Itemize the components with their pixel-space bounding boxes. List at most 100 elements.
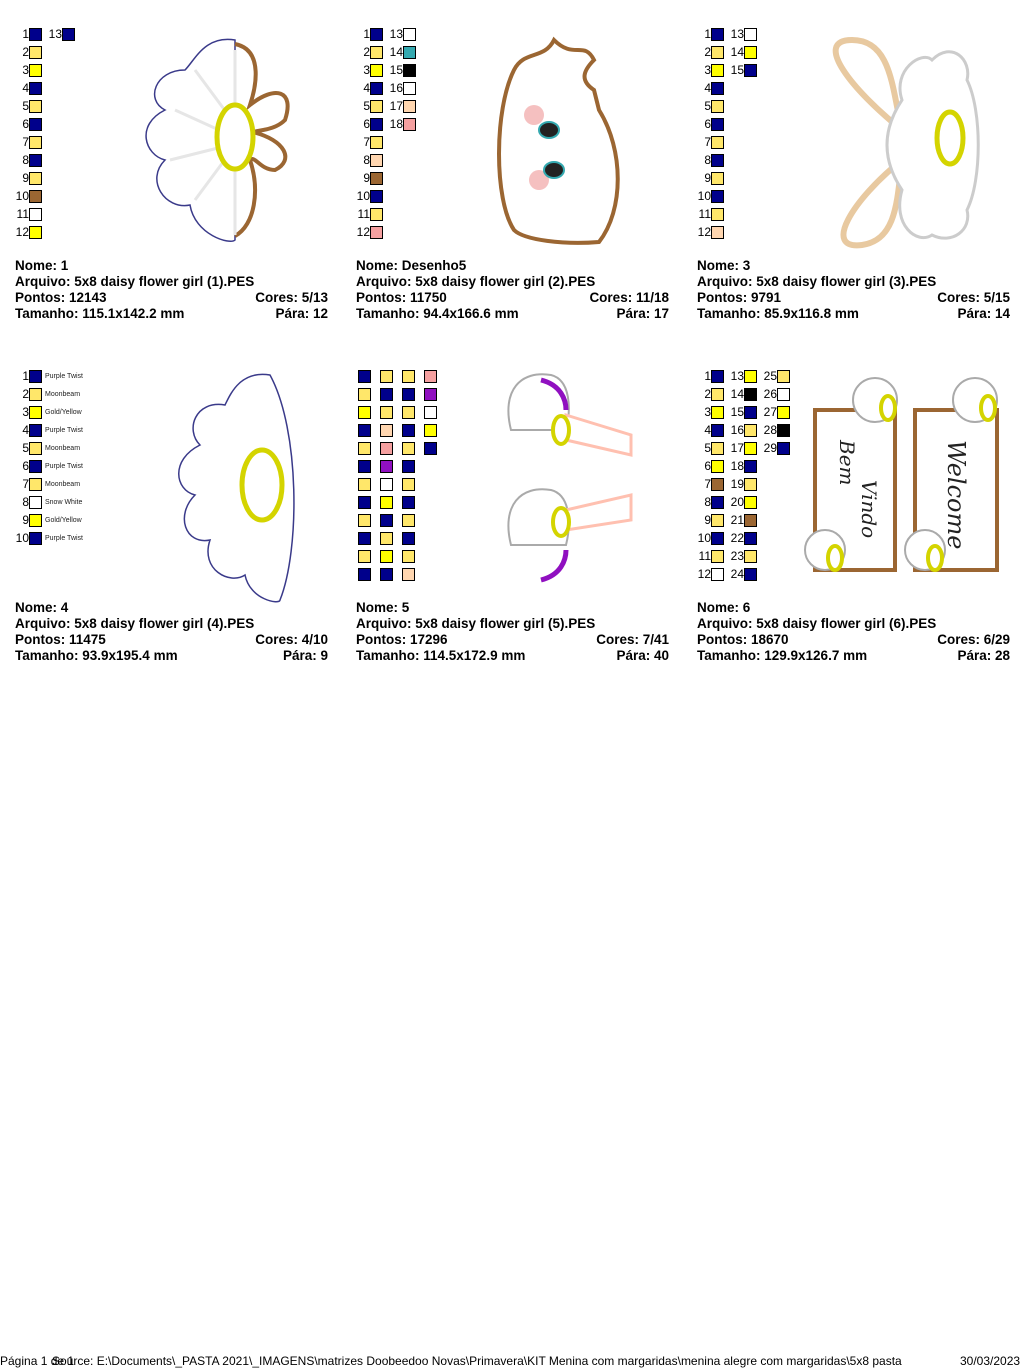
- color-swatch: 27: [763, 403, 790, 421]
- swatch-color-box: [358, 549, 371, 563]
- design-preview: [135, 30, 335, 255]
- swatch-number: 4: [704, 81, 711, 95]
- swatch-number: 6: [704, 117, 711, 131]
- color-count: Cores: 7/41: [596, 632, 669, 647]
- thread-name: Purple Twist: [45, 372, 83, 380]
- swatch-number: 25: [763, 369, 777, 383]
- swatch-number: 11: [698, 549, 711, 563]
- swatch-number: 26: [763, 387, 777, 401]
- swatch-color-box: [358, 387, 371, 401]
- swatch-color-box: [380, 441, 393, 455]
- swatch-color-box: [370, 81, 383, 95]
- swatch-number: 10: [15, 189, 29, 203]
- swatch-number: 12: [356, 225, 370, 239]
- swatch-color-box: [777, 423, 790, 437]
- thread-name: Gold/Yellow: [45, 516, 82, 524]
- color-swatch: 29: [763, 439, 790, 457]
- stitch-count: Pontos: 11475: [15, 632, 106, 647]
- swatch-color-box: [358, 531, 371, 545]
- swatch-number: 5: [363, 99, 370, 113]
- swatch-color-box: [777, 405, 790, 419]
- swatch-color-box: [744, 405, 757, 419]
- points-colors: Pontos: 11475 Cores: 4/10: [15, 632, 328, 648]
- swatch-number: 6: [363, 117, 370, 131]
- color-swatch: 15: [389, 61, 416, 79]
- design-size: Tamanho: 114.5x172.9 mm: [356, 648, 526, 663]
- color-swatch: 5: [697, 439, 724, 457]
- swatch-color-box: [403, 63, 416, 77]
- swatch-color-box: [358, 405, 371, 419]
- color-swatch: [358, 475, 371, 493]
- swatch-color-box: [744, 531, 757, 545]
- swatch-color-box: [29, 207, 42, 221]
- color-swatch: 16: [389, 79, 416, 97]
- design-info: Nome: 4 Arquivo: 5x8 daisy flower girl (…: [15, 600, 328, 664]
- design-preview: [822, 30, 982, 255]
- color-swatch: 8: [697, 493, 724, 511]
- swatch-number: 7: [363, 135, 370, 149]
- color-swatch: [358, 385, 371, 403]
- color-swatch: [380, 529, 393, 547]
- color-swatch: 13: [389, 25, 416, 43]
- design-name: Nome: 1: [15, 258, 69, 273]
- swatch-color-box: [403, 81, 416, 95]
- swatch-number: 8: [22, 495, 29, 509]
- design-file: Arquivo: 5x8 daisy flower girl (2).PES: [356, 274, 596, 289]
- color-swatch: 3: [15, 61, 42, 79]
- swatch-color-box: [711, 207, 724, 221]
- swatch-number: 4: [704, 423, 711, 437]
- color-count: Cores: 5/15: [937, 290, 1010, 305]
- stitch-count: Pontos: 17296: [356, 632, 448, 647]
- color-swatch: [402, 529, 415, 547]
- color-swatch: 1: [697, 367, 724, 385]
- color-swatch: 13: [48, 25, 75, 43]
- swatch-color-box: [370, 189, 383, 203]
- swatch-color-box: [424, 441, 437, 455]
- swatch-color-box: [424, 387, 437, 401]
- swatch-number: 9: [363, 171, 370, 185]
- swatch-color-box: [403, 27, 416, 41]
- color-swatch: [380, 475, 393, 493]
- color-swatch: [402, 439, 415, 457]
- design-name: Nome: 5: [356, 600, 410, 615]
- color-count: Cores: 4/10: [255, 632, 328, 647]
- color-swatch: 9: [15, 169, 42, 187]
- color-swatch: 3: [697, 61, 724, 79]
- swatch-color-box: [380, 423, 393, 437]
- swatch-color-box: [711, 405, 724, 419]
- swatch-number: 5: [704, 441, 711, 455]
- design-size: Tamanho: 93.9x195.4 mm: [15, 648, 178, 663]
- swatch-number: 16: [389, 81, 403, 95]
- design-name: Nome: Desenho5: [356, 258, 467, 273]
- swatch-color-box: [370, 45, 383, 59]
- color-swatch: 12: [697, 223, 724, 241]
- swatch-color-box: [62, 27, 75, 41]
- color-swatch: 7: [697, 133, 724, 151]
- swatch-color-box: [380, 549, 393, 563]
- color-swatch: 7: [356, 133, 383, 151]
- swatch-color-box: [711, 171, 724, 185]
- swatch-color-box: [777, 387, 790, 401]
- color-swatch: [380, 439, 393, 457]
- swatch-color-box: [380, 387, 393, 401]
- swatch-number: 8: [363, 153, 370, 167]
- swatch-number: 2: [704, 45, 711, 59]
- swatch-color-box: [711, 45, 724, 59]
- swatch-number: 6: [22, 459, 29, 473]
- swatch-number: 12: [697, 567, 711, 581]
- swatch-color-box: [711, 531, 724, 545]
- swatch-color-box: [711, 27, 724, 41]
- swatch-color-box: [711, 99, 724, 113]
- color-count: Cores: 6/29: [937, 632, 1010, 647]
- design-file: Arquivo: 5x8 daisy flower girl (3).PES: [697, 274, 937, 289]
- swatch-color-box: [358, 567, 371, 581]
- swatch-color-box: [402, 495, 415, 509]
